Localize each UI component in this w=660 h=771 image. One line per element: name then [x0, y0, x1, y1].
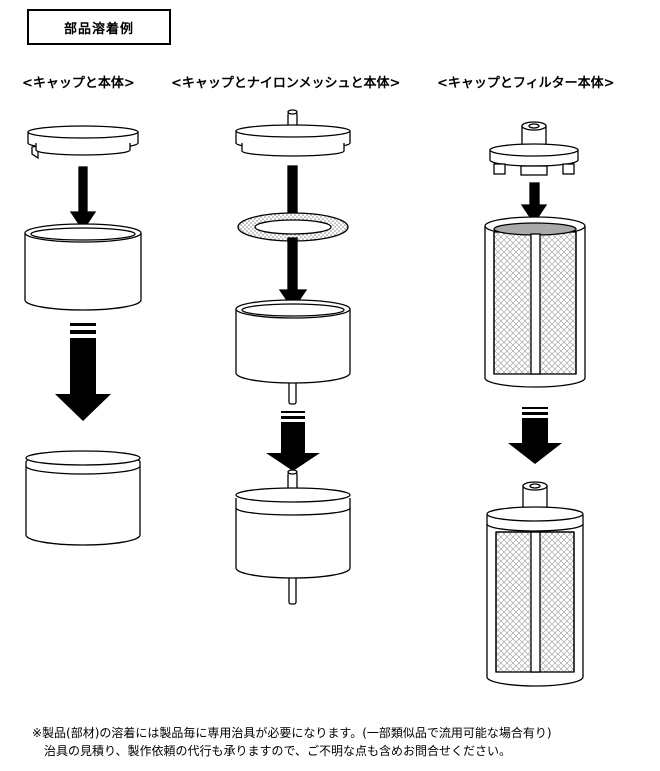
- note-line-2: 治具の見積り、製作依頼の代行も承りますので、ご不明な点も含めお問合せください。: [44, 744, 512, 758]
- cap-part: [235, 109, 351, 157]
- cap-part: [27, 125, 139, 160]
- arrow-down-icon: [278, 237, 308, 311]
- cap-part: [489, 121, 579, 176]
- body-part: [235, 299, 351, 405]
- filter-body-part: [484, 216, 586, 388]
- big-arrow-down-icon: [508, 407, 562, 464]
- column-heading-cap-filter: <キャップとフィルター本体>: [437, 76, 615, 91]
- arrow-down-icon: [520, 182, 548, 225]
- assembled-part: [486, 481, 584, 687]
- assembled-part: [235, 469, 351, 605]
- page-title: 部品溶着例: [63, 21, 134, 37]
- body-part: [24, 223, 142, 311]
- nylon-mesh-ring: [237, 212, 349, 242]
- title-box: 部品溶着例: [27, 9, 171, 45]
- big-arrow-down-icon: [266, 411, 320, 471]
- column-heading-cap-mesh-body: <キャップとナイロンメッシュと本体>: [171, 76, 401, 91]
- assembled-part: [25, 450, 141, 546]
- column-3-diagram: [484, 121, 586, 687]
- column-heading-cap-body: <キャップと本体>: [22, 76, 135, 91]
- big-arrow-down-icon: [55, 323, 111, 421]
- note-line-1: ※製品(部材)の溶着には製品毎に専用治具が必要になります。(一部類似品で流用可能…: [32, 726, 552, 740]
- column-1-diagram: [24, 125, 142, 546]
- column-2-diagram: [235, 109, 351, 605]
- arrow-down-icon: [69, 166, 97, 232]
